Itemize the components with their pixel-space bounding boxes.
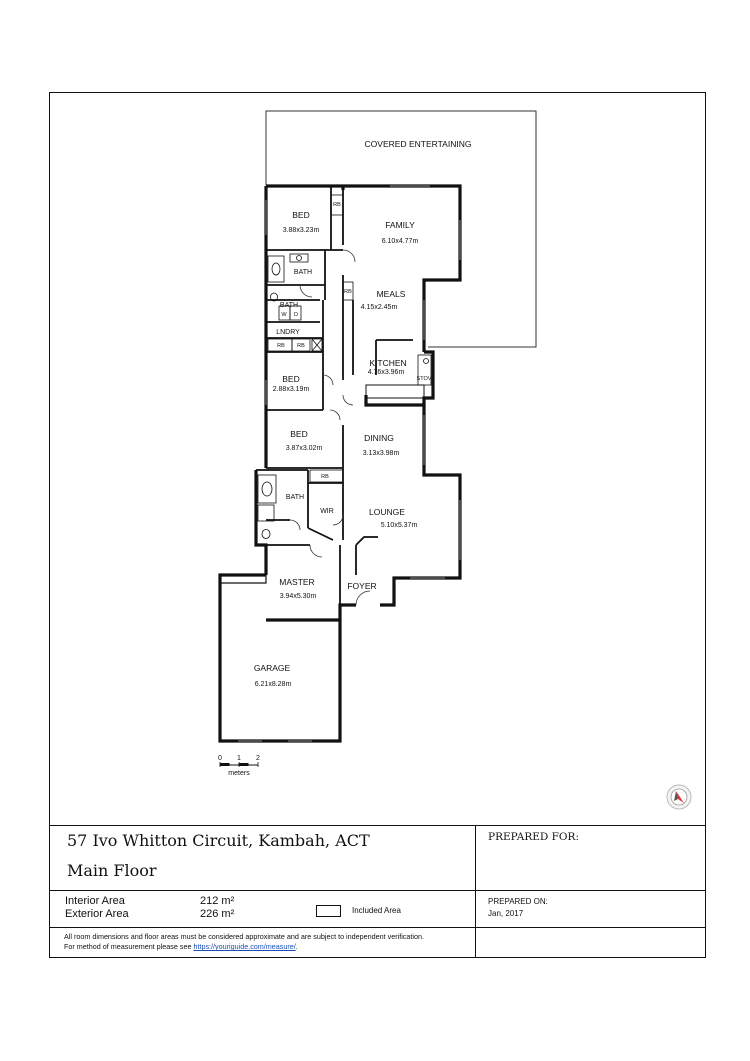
garage-size: 6.21x8.28m <box>255 681 292 688</box>
basin-icon <box>296 255 302 261</box>
bathtub-bath3 <box>257 474 277 504</box>
laundry-label: LNDRY <box>276 329 300 336</box>
floor-title: Main Floor <box>67 861 157 880</box>
washer-label: W <box>281 312 287 318</box>
bed1-label: BED <box>292 210 309 220</box>
included-area-label: Included Area <box>352 906 401 915</box>
included-area-swatch <box>316 905 341 917</box>
fixtures <box>257 194 432 539</box>
prepared-for-label: PREPARED FOR: <box>488 831 579 843</box>
doors <box>289 249 371 606</box>
linen-cupboard <box>311 338 323 352</box>
master-label: MASTER <box>279 577 314 587</box>
compass-icon <box>666 784 692 810</box>
rb-label: RB <box>333 202 341 208</box>
toilet-icon <box>261 529 271 539</box>
foyer-label: FOYER <box>347 581 376 591</box>
title-block: 57 Ivo Whitton Circuit, Kambah, ACT Main… <box>49 825 706 958</box>
bed2-label: BED <box>282 374 299 384</box>
covered-entertaining-outline <box>265 110 537 348</box>
kitchen-label: KITCHEN <box>369 358 406 368</box>
scale-tick-2: 2 <box>256 755 260 762</box>
wir-label: WIR <box>320 508 334 515</box>
prepared-on-label: PREPARED ON: <box>488 897 548 906</box>
garage-label: GARAGE <box>254 663 291 673</box>
basin-icon <box>261 481 273 497</box>
exterior-area-label: Exterior Area <box>65 908 129 920</box>
scale-tick-1: 1 <box>237 755 241 762</box>
bed2-size: 2.88x3.19m <box>273 386 310 393</box>
robe-bed1 <box>330 194 344 216</box>
shower-bath3 <box>257 504 275 522</box>
covered-entertaining-label: COVERED ENTERTAINING <box>365 139 472 149</box>
scale-bar: 0 1 2 meters <box>218 755 260 777</box>
rb-label: RB <box>321 474 329 480</box>
bath1-label: BATH <box>294 269 312 276</box>
method-prefix: For method of measurement please see <box>64 942 194 951</box>
windows <box>238 185 461 742</box>
robe-bed2b <box>291 338 311 352</box>
dining-size: 3.13x3.98m <box>363 450 400 457</box>
lounge-label: LOUNGE <box>369 507 405 517</box>
sink-icon <box>423 358 429 364</box>
stove-label: STOV <box>417 376 432 382</box>
scale-unit: meters <box>228 770 250 777</box>
exterior-area-value: 226 m² <box>200 908 235 920</box>
plan-sheet <box>49 92 706 958</box>
meals-label: MEALS <box>377 289 406 299</box>
interior-area-label: Interior Area <box>65 895 125 907</box>
family-label: FAMILY <box>385 220 415 230</box>
bath2-label: BATH <box>280 302 298 309</box>
disclaimer-text: All room dimensions and floor areas must… <box>64 932 424 941</box>
bed3-size: 3.87x3.02m <box>286 445 323 452</box>
prepared-on-value: Jan, 2017 <box>488 909 524 918</box>
interior-area-value: 212 m² <box>200 895 235 907</box>
bed1-size: 3.88x3.23m <box>283 227 320 234</box>
dryer-icon <box>289 305 302 321</box>
rb-label: RB <box>277 343 285 349</box>
method-text: For method of measurement please see htt… <box>64 942 298 951</box>
robe-bed3 <box>309 469 344 483</box>
rb-label: RB <box>297 343 305 349</box>
address-title: 57 Ivo Whitton Circuit, Kambah, ACT <box>67 831 370 850</box>
lounge-size: 5.10x5.37m <box>381 522 418 529</box>
measure-link[interactable]: https://youriguide.com/measure/ <box>193 942 296 951</box>
interior-walls <box>256 186 425 605</box>
rb-label: RB <box>344 289 352 295</box>
dryer-label: D <box>294 312 298 318</box>
scale-tick-0: 0 <box>218 755 222 762</box>
bathtub-bath1 <box>267 255 285 283</box>
master-size: 3.94x5.30m <box>280 593 317 600</box>
toilet-icon <box>270 292 278 302</box>
bath3-label: BATH <box>286 494 304 501</box>
basin-icon <box>271 262 281 276</box>
stove-icon <box>417 354 432 386</box>
method-suffix: . <box>295 942 298 951</box>
meals-size: 4.15x2.45m <box>361 304 398 311</box>
family-size: 6.10x4.77m <box>382 238 419 245</box>
bed3-label: BED <box>290 429 307 439</box>
vanity-bath1 <box>289 253 309 263</box>
robe-meals <box>342 281 354 301</box>
kitchen-size: 4.76x3.96m <box>368 369 405 376</box>
dining-label: DINING <box>364 433 394 443</box>
